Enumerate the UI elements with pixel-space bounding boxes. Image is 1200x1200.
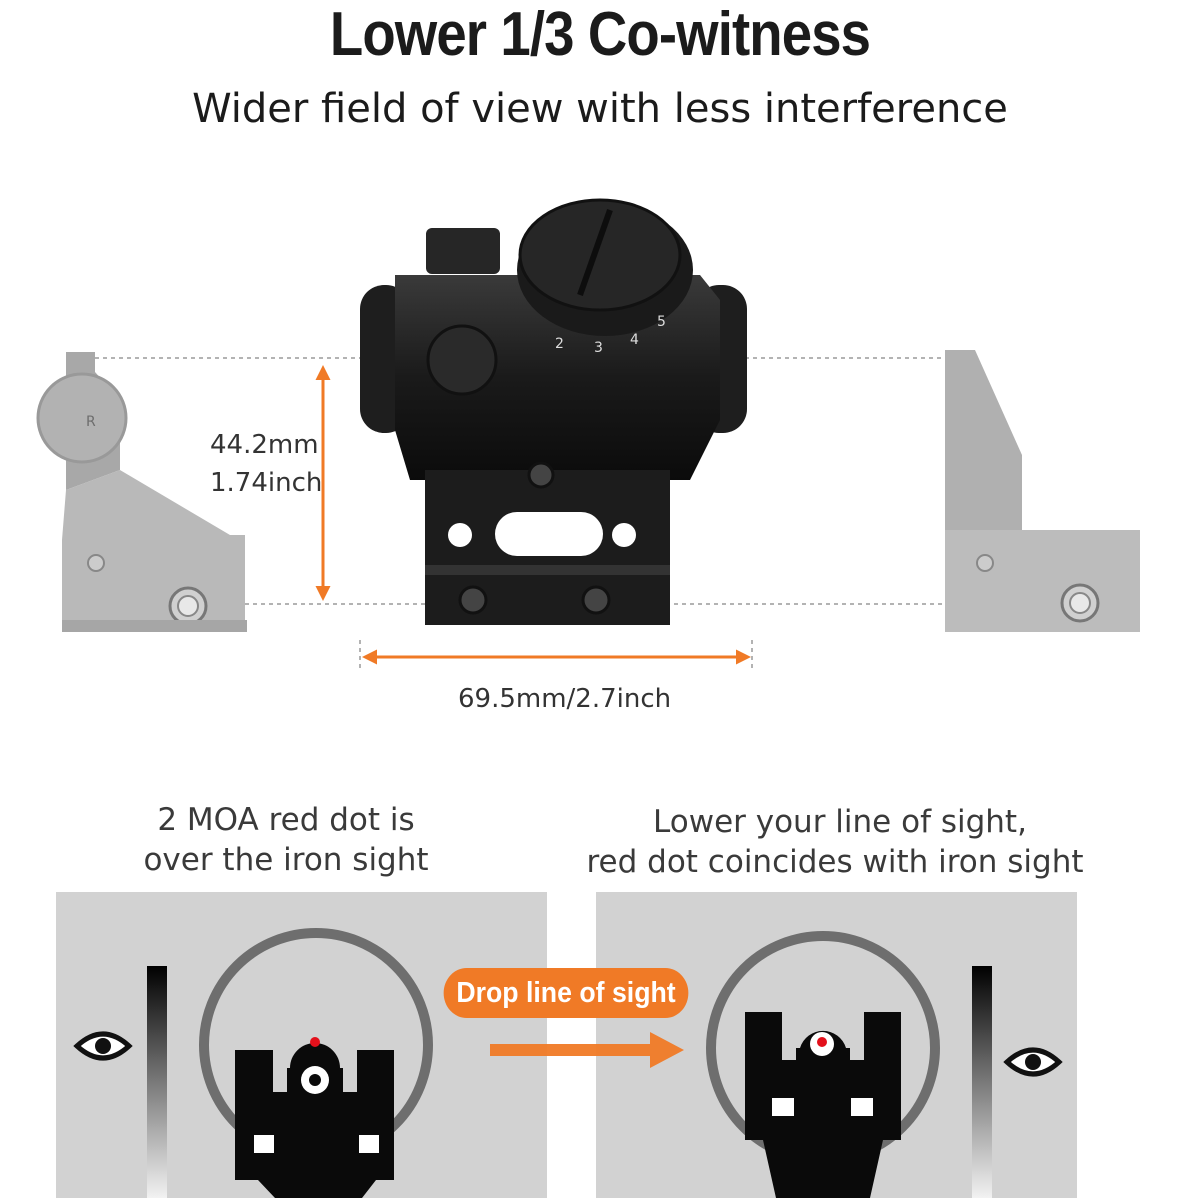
guide-lines [95,357,950,670]
front-sight-silhouette [745,1012,901,1198]
drop-arrow-icon [490,1032,684,1068]
rear-sight-marking: R [86,414,96,430]
front-iron-sight [945,350,1140,632]
height-mm-label: 44.2mm [210,430,319,460]
front-sight-silhouette [235,1043,394,1198]
eye-icon [73,1031,133,1061]
panel-right [596,892,1077,1198]
eye-icon [1003,1047,1063,1077]
left-caption-line2: over the iron sight [143,842,429,878]
dial-number: 3 [594,340,603,356]
rear-sight-post [972,966,992,1198]
rear-iron-sight: R [36,352,247,632]
width-label: 69.5mm/2.7inch [458,684,672,714]
height-inch-label: 1.74inch [210,468,323,498]
page-title: Lower 1/3 Co-witness [329,0,871,69]
page-subtitle: Wider field of view with less interferen… [192,86,1008,132]
left-caption-line1: 2 MOA red dot is [157,802,415,838]
panel-left [56,892,547,1198]
dial-number: 5 [657,314,666,330]
red-dot [817,1037,827,1047]
rear-sight-post [147,966,167,1198]
drop-line-label: Drop line of sight [443,968,689,1018]
red-dot-sight: 2 3 4 5 [360,198,747,625]
red-dot [310,1037,320,1047]
dial-number: 4 [630,332,639,348]
dial-number: 2 [555,336,564,352]
right-caption-line1: Lower your line of sight, [653,804,1027,840]
right-caption-line2: red dot coincides with iron sight [586,844,1084,880]
